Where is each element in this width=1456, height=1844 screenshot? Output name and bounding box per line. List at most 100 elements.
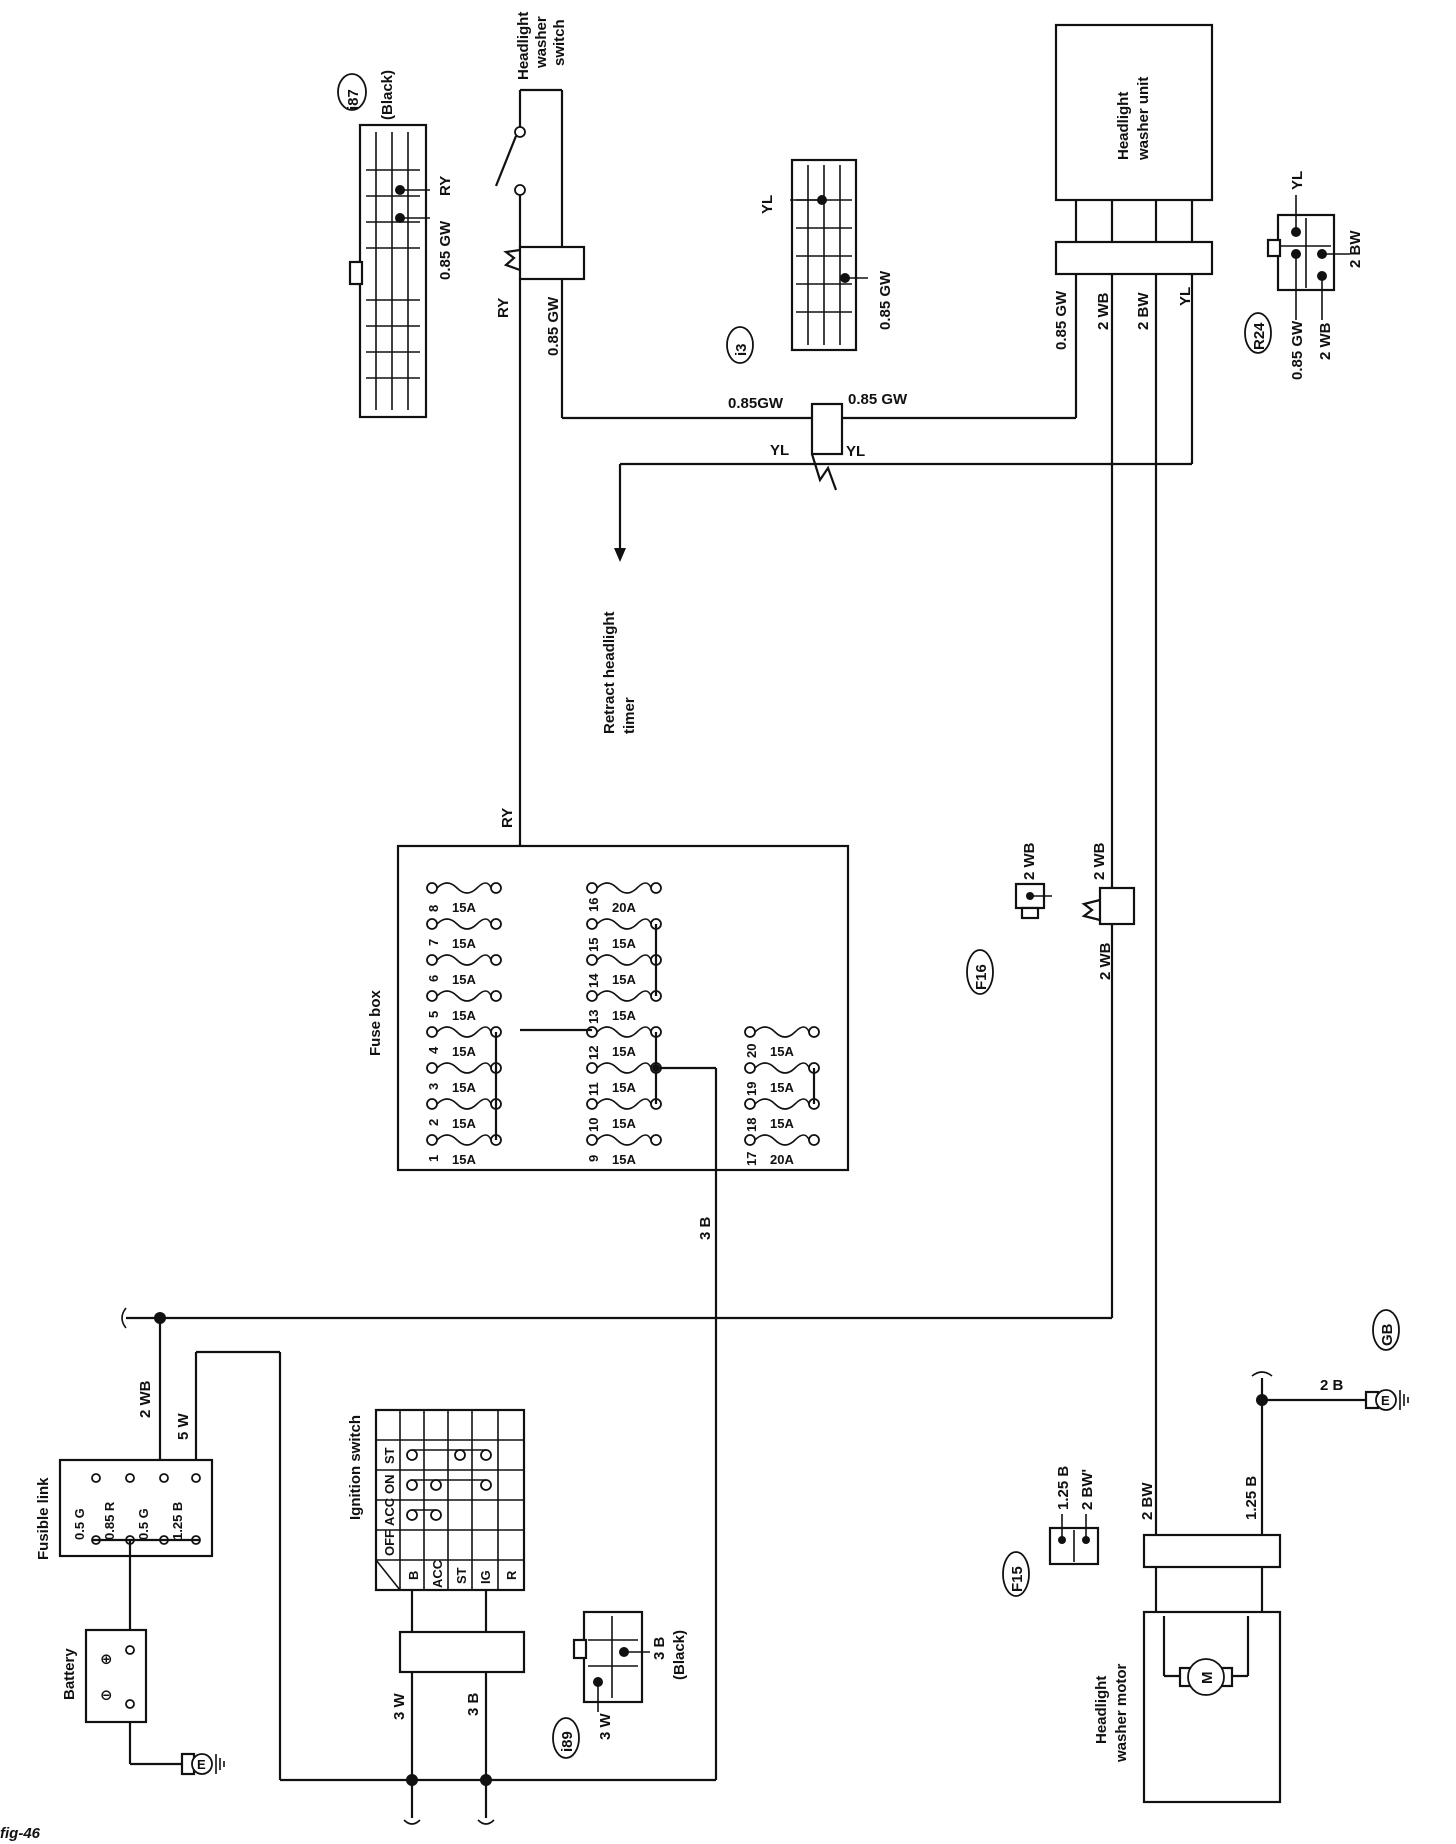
svg-text:13: 13 xyxy=(586,1010,601,1024)
fuse-8: 15A 8 xyxy=(426,882,502,915)
i87-ry: RY xyxy=(437,176,454,196)
fusible-link: Fusible link 0.5 G 0.85 R 0.5 G 1.25 B xyxy=(35,1458,214,1630)
fuse-3b: 3 B xyxy=(697,1216,714,1240)
svg-text:15A: 15A xyxy=(612,1008,636,1023)
headlight-washer-unit: Headlight washer unit 0.85 GW 2 WB 2 BW … xyxy=(1053,23,1214,350)
i89-3w: 3 W xyxy=(597,1712,614,1740)
f15-125b: 1.25 B xyxy=(1055,1466,1072,1510)
svg-text:15A: 15A xyxy=(452,1152,476,1167)
svg-text:20A: 20A xyxy=(612,900,636,915)
svg-text:15A: 15A xyxy=(770,1116,794,1131)
gb-2b: 2 B xyxy=(1320,1377,1344,1394)
upper-wiring: 0.85GW 0.85 GW YL YL Retract headlight t… xyxy=(495,274,1194,1535)
wb-bus: 2 WB 5 W xyxy=(121,1307,1112,1780)
fl-2: 0.85 R xyxy=(102,1501,117,1540)
svg-text:15A: 15A xyxy=(452,936,476,951)
connector-i89: 3 B (Black) 3 W i89 xyxy=(552,1610,688,1759)
svg-text:15A: 15A xyxy=(452,1116,476,1131)
svg-text:7: 7 xyxy=(426,939,441,946)
f15-tag: F15 xyxy=(1009,1566,1026,1592)
unit-yl: YL xyxy=(1177,287,1194,306)
connector-f15: 1.25 B 2 BW' F15 xyxy=(1002,1466,1100,1597)
svg-text:5: 5 xyxy=(426,1011,441,1018)
ign-3w: 3 W xyxy=(391,1692,408,1720)
svg-text:15A: 15A xyxy=(452,1008,476,1023)
battery-plus: ⊕ xyxy=(100,1651,113,1668)
svg-text:2: 2 xyxy=(426,1119,441,1126)
switch-label-2: washer xyxy=(533,16,550,69)
headlight-washer-motor: 2 BW Headlight washer motor M xyxy=(1093,1482,1282,1804)
yl-left: YL xyxy=(770,442,789,459)
motor-label-2: washer motor xyxy=(1113,1663,1130,1763)
fl-1: 0.5 G xyxy=(72,1508,87,1540)
gw-left: 0.85GW xyxy=(728,395,784,412)
svg-text:18: 18 xyxy=(744,1118,759,1132)
r24-gw: 0.85 GW xyxy=(1289,320,1306,380)
bottom-wiring xyxy=(280,1774,716,1825)
motor-m: M xyxy=(1199,1672,1216,1685)
i89-3b: 3 B xyxy=(651,1636,668,1660)
motor-label-1: Headlight xyxy=(1093,1676,1110,1744)
headlight-washer-switch: Headlight washer switch xyxy=(494,12,586,281)
svg-text:17: 17 xyxy=(744,1152,759,1166)
connector-r24: YL 2 BW 0.85 GW 2 WB R24 xyxy=(1244,171,1364,380)
i3-gw: 0.85 GW xyxy=(877,270,894,330)
ry-label-top: RY xyxy=(495,298,512,318)
r24-bw: 2 BW xyxy=(1347,230,1364,268)
i87-grid xyxy=(366,132,420,410)
i3-tag: i3 xyxy=(733,343,750,356)
svg-text:15A: 15A xyxy=(452,900,476,915)
svg-text:15A: 15A xyxy=(770,1080,794,1095)
svg-text:15A: 15A xyxy=(612,936,636,951)
svg-text:15A: 15A xyxy=(452,1080,476,1095)
term-st: ST xyxy=(454,1567,469,1584)
battery-ground-e: E xyxy=(197,1757,206,1772)
i87-black: (Black) xyxy=(379,70,396,120)
gb-tag: GB xyxy=(1379,1323,1396,1346)
svg-text:9: 9 xyxy=(586,1155,601,1162)
gw-vert-label: 0.85 GW xyxy=(545,296,562,356)
connector-f16: 2 WB F16 2 WB 2 WB xyxy=(966,842,1136,995)
f16-wb: 2 WB xyxy=(1021,842,1038,880)
switch-label-3: switch xyxy=(551,19,568,66)
wb-inline-top: 2 WB xyxy=(1091,842,1108,880)
unit-wb: 2 WB xyxy=(1095,292,1112,330)
ground-gb: GB 2 B E 1.25 B xyxy=(1243,1309,1409,1535)
f15-bw: 2 BW' xyxy=(1079,1469,1096,1510)
fuse-7: 15A 7 xyxy=(426,918,502,951)
ignition-switch: Ignition switch OFF ACC ON ST B ACC ST I… xyxy=(347,1408,526,1780)
svg-text:20: 20 xyxy=(744,1044,759,1058)
battery-label: Battery xyxy=(61,1648,78,1700)
unit-bw: 2 BW xyxy=(1135,292,1152,330)
svg-text:12: 12 xyxy=(586,1046,601,1060)
svg-text:15: 15 xyxy=(586,938,601,952)
yl-right: YL xyxy=(846,443,865,460)
unit-label-1: Headlight xyxy=(1115,92,1132,160)
fuse-15: 15A 15 xyxy=(586,918,662,952)
term-r: R xyxy=(504,1570,519,1580)
r24-tag: R24 xyxy=(1251,322,1268,350)
svg-text:6: 6 xyxy=(426,975,441,982)
svg-text:3: 3 xyxy=(426,1083,441,1090)
connector-i87: i87 (Black) RY 0.85 GW xyxy=(337,70,454,419)
svg-text:8: 8 xyxy=(426,905,441,912)
svg-text:14: 14 xyxy=(586,973,601,988)
r24-wb: 2 WB xyxy=(1317,322,1334,360)
i89-tag: i89 xyxy=(559,1731,576,1752)
pos-st: ST xyxy=(382,1447,397,1464)
wb-inline-bot: 2 WB xyxy=(1097,942,1114,980)
switch-label-1: Headlight xyxy=(515,12,532,80)
retract-label-1: Retract headlight xyxy=(601,611,618,734)
pos-acc: ACC xyxy=(382,1497,397,1526)
term-b: B xyxy=(406,1571,421,1580)
